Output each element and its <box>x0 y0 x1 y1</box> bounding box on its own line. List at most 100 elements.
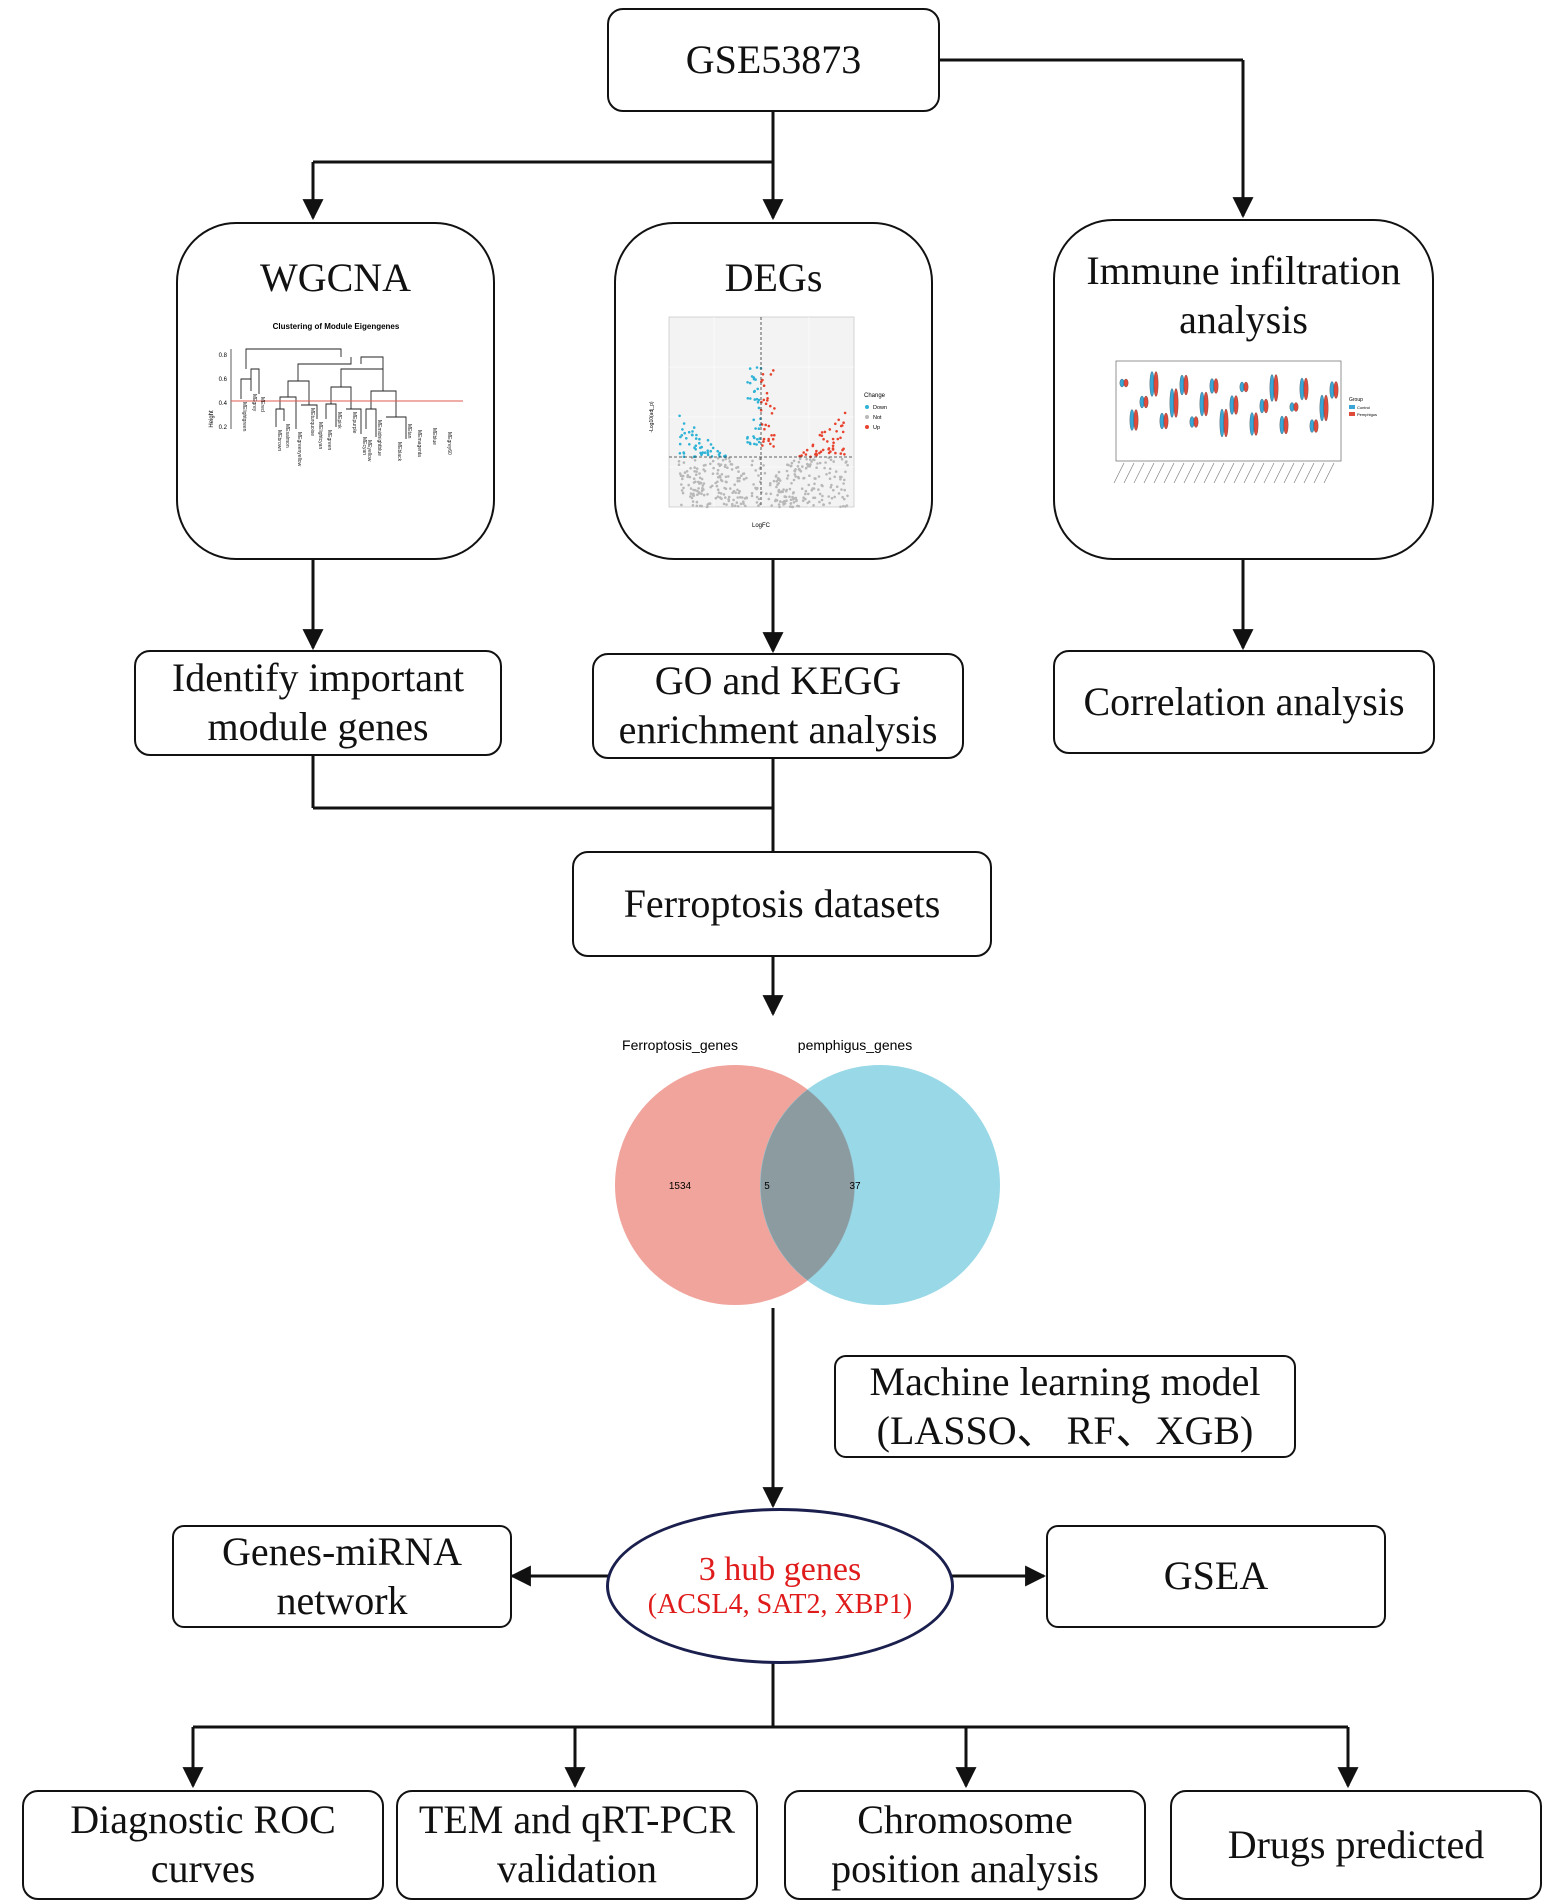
volcano-point <box>715 472 719 475</box>
volcano-point <box>717 452 720 456</box>
volcano-point <box>812 476 816 480</box>
volcano-point <box>838 475 841 478</box>
violin-shape <box>1259 398 1264 413</box>
violin-shape <box>1169 387 1174 418</box>
volcano-point <box>697 482 701 485</box>
volcano-point <box>772 479 775 483</box>
volcano-point <box>793 474 797 478</box>
violin-shape <box>1249 411 1254 436</box>
volcano-point <box>738 495 741 499</box>
volcano-point <box>724 475 727 478</box>
volcano-point <box>748 441 751 444</box>
volcano-point <box>777 502 780 506</box>
volcano-point <box>792 469 796 472</box>
volcano-point <box>702 481 705 485</box>
roc-curves-box: Diagnostic ROC curves <box>22 1790 384 1900</box>
volcano-point <box>777 488 780 492</box>
violin-shape <box>1139 395 1144 408</box>
violin-shape <box>1123 378 1128 387</box>
module-label: MElightcyan <box>317 422 323 449</box>
volcano-point <box>771 368 775 372</box>
drugs-label: Drugs predicted <box>1227 1821 1485 1867</box>
volcano-point <box>730 467 733 471</box>
volcano-point <box>722 502 725 505</box>
tem-qrtpcr-box: TEM and qRT-PCR validation <box>396 1790 758 1900</box>
volcano-point <box>711 472 714 475</box>
volcano-point <box>820 430 823 434</box>
volcano-point <box>724 480 727 483</box>
tem-line2: validation <box>497 1846 657 1891</box>
volcano-point <box>770 411 773 415</box>
volcano-point <box>817 500 821 504</box>
module-label: MEred <box>259 397 265 412</box>
volcano-point <box>752 390 755 393</box>
volcano-point <box>761 372 764 376</box>
x-tick-label <box>1323 462 1334 483</box>
volcano-point <box>695 504 698 507</box>
volcano-point <box>832 495 836 498</box>
volcano-point <box>759 408 762 412</box>
go-kegg-line2: enrichment analysis <box>618 707 938 752</box>
chromosome-position-box: Chromosome position analysis <box>784 1790 1146 1900</box>
volcano-point <box>691 503 694 507</box>
volcano-point <box>775 483 779 486</box>
volcano-point <box>756 400 759 404</box>
volcano-point <box>750 374 753 378</box>
ytick-1: 0.4 <box>218 401 227 407</box>
volcano-point <box>808 458 811 461</box>
volcano-point <box>811 503 815 507</box>
volcano-point <box>815 461 819 465</box>
volcano-point <box>755 495 758 499</box>
venn-label-b: pemphigus_genes <box>798 1037 912 1053</box>
volcano-point <box>736 470 740 473</box>
volcano-point <box>737 489 741 493</box>
volcano-point <box>701 451 704 454</box>
volcano-point <box>807 500 810 503</box>
volcano-point <box>711 466 715 470</box>
volcano-point <box>811 443 814 446</box>
module-label: MEmidnightblue <box>376 420 382 456</box>
volcano-point <box>681 450 685 454</box>
volcano-point <box>714 496 717 500</box>
volcano-point <box>720 472 723 476</box>
x-tick-label <box>1203 462 1214 483</box>
volcano-point <box>793 472 796 476</box>
volcano-point <box>698 476 701 479</box>
module-label: MEblue <box>431 428 437 445</box>
ml-line2: (LASSO、 RF、XGB) <box>876 1407 1254 1453</box>
volcano-point <box>785 476 789 480</box>
volcano-point <box>750 494 753 497</box>
volcano-point <box>762 398 765 401</box>
volcano-point <box>706 451 709 455</box>
volcano-point <box>706 438 709 442</box>
volcano-point <box>703 463 707 467</box>
violin-shape <box>1223 408 1228 437</box>
volcano-point <box>760 443 764 447</box>
mirna-line2: network <box>276 1577 408 1623</box>
violin-shape <box>1289 401 1294 412</box>
volcano-point <box>679 503 683 506</box>
module-label: MEgrey60 <box>446 432 452 455</box>
volcano-point <box>820 494 824 498</box>
volcano-point <box>680 477 684 480</box>
violin-shape <box>1179 374 1184 395</box>
volcano-point <box>684 436 688 440</box>
x-tick-label <box>1303 462 1314 483</box>
violin-shape <box>1129 408 1134 431</box>
volcano-point <box>775 493 779 497</box>
volcano-point <box>782 499 786 503</box>
volcano-point <box>705 492 709 496</box>
violin-shape <box>1319 394 1324 421</box>
x-tick-label <box>1113 462 1124 483</box>
volcano-point <box>762 427 766 431</box>
volcano-point <box>679 482 683 486</box>
volcano-point <box>844 460 848 463</box>
venn-count-overlap: 5 <box>764 1181 770 1192</box>
violin-shape <box>1273 373 1278 402</box>
volcano-point <box>818 433 821 437</box>
legend-up-dot <box>864 424 869 429</box>
volcano-point <box>798 468 801 472</box>
volcano-point <box>756 504 760 507</box>
module-label: MEcyan <box>361 437 367 455</box>
volcano-point <box>702 493 705 497</box>
